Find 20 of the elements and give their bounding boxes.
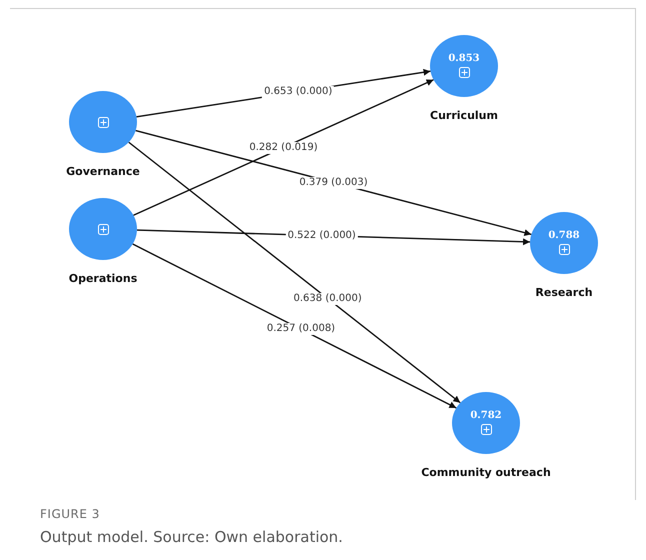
construct-label: Research xyxy=(535,286,593,299)
construct-label: Community outreach xyxy=(421,466,551,479)
construct-label: Governance xyxy=(66,165,140,178)
edge-label: 0.282 (0.019) xyxy=(247,142,320,154)
arrow xyxy=(128,142,461,404)
construct-label: Operations xyxy=(68,272,138,285)
arrow xyxy=(136,130,532,236)
edge-label: 0.638 (0.000) xyxy=(292,292,364,305)
edge-label: 0.379 (0.003) xyxy=(297,176,370,188)
figure-caption: Output model. Source: Own elaboration. xyxy=(40,528,343,546)
edge-label: 0.522 (0.000) xyxy=(286,230,358,242)
edge-label: 0.257 (0.008) xyxy=(264,323,338,336)
r-squared-value: 0.788 xyxy=(548,231,580,241)
figure-number: FIGURE 3 xyxy=(40,507,100,521)
arrow xyxy=(133,79,434,216)
r-squared-value: 0.853 xyxy=(448,54,480,64)
construct-label: Curriculum xyxy=(430,109,498,122)
edge-label: 0.653 (0.000) xyxy=(262,86,334,98)
r-squared-value: 0.782 xyxy=(470,411,502,421)
arrow xyxy=(132,243,457,409)
